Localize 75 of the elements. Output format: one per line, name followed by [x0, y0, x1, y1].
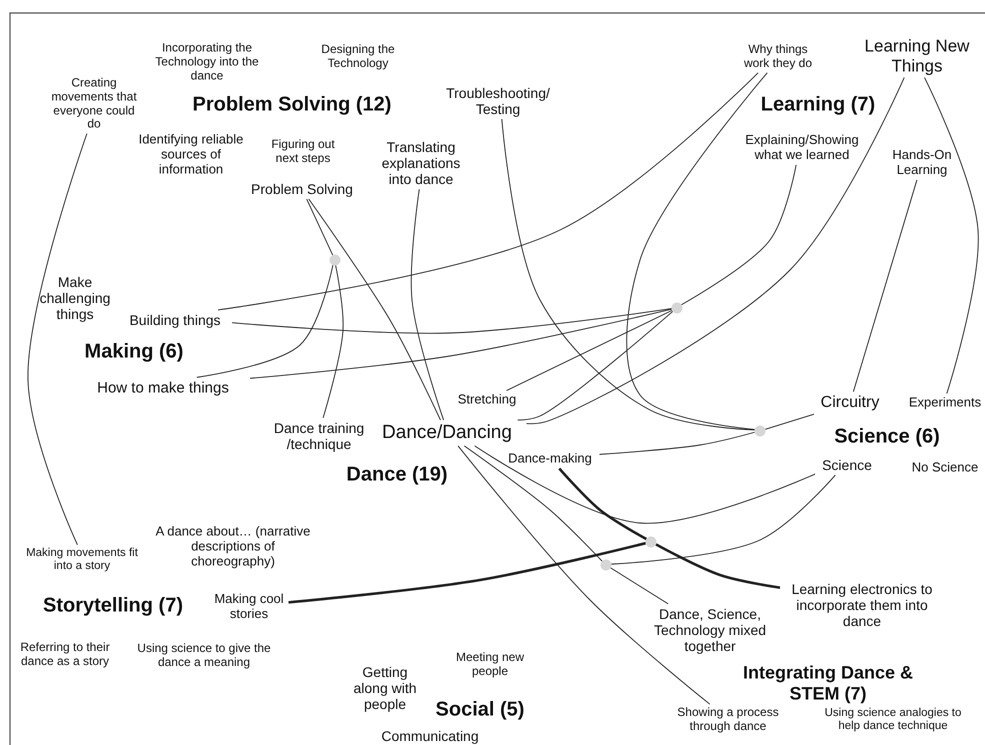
concept-text: Building things	[120, 312, 230, 328]
junction-dot	[754, 426, 766, 436]
concept-text: Identifying reliable sources of information	[138, 132, 244, 178]
junction-dot	[646, 536, 656, 548]
category-heading: Social (5)	[434, 698, 526, 722]
connector-line	[464, 445, 603, 562]
connector-line	[610, 474, 836, 565]
concept-text: Communicating	[380, 728, 480, 744]
connector-line	[322, 265, 344, 418]
connector-line	[599, 432, 756, 455]
connector-line	[506, 310, 672, 391]
connector-line	[626, 72, 768, 430]
connector-line	[308, 198, 441, 421]
concept-text: Circuitry	[810, 394, 890, 412]
concept-text: Experiments	[908, 396, 982, 410]
concept-text: Explaining/Showing what we learned	[732, 133, 872, 163]
category-heading: Learning (7)	[760, 94, 876, 116]
category-heading: Dance (19)	[345, 464, 449, 486]
concept-text: Making movements fit into a story	[22, 546, 142, 574]
concept-text: Using science analogies to help dance technique	[824, 706, 962, 734]
concept-text: Dance, Science, Technology mixed together	[652, 606, 768, 654]
connector-line	[218, 72, 759, 310]
connector-line	[517, 310, 674, 421]
connector-line	[232, 308, 672, 334]
concept-text: Creating movements that everyone could do	[46, 76, 142, 132]
concept-text: Learning New Things	[852, 36, 982, 76]
connector-line	[306, 198, 334, 256]
concept-text: Incorporating the Technology into the dance	[154, 41, 260, 83]
concept-text: Why things work they do	[736, 43, 820, 71]
concept-text: A dance about… (narrative descriptions of choreography)	[154, 524, 312, 570]
connector-line	[610, 567, 669, 604]
connector-line	[250, 308, 672, 379]
connector-line	[924, 77, 979, 394]
concept-text: Designing the Technology	[320, 43, 396, 71]
concept-text: Learning electronics to incorporate them into dance	[782, 580, 942, 630]
concept-text: How to make things	[78, 379, 248, 397]
concept-text: Using science to give the dance a meaning	[136, 642, 272, 670]
connector-line	[655, 543, 780, 589]
concept-text: Make challenging things	[38, 274, 112, 322]
connector-line	[28, 133, 88, 546]
concept-text: Science	[817, 456, 877, 474]
connector-line	[681, 164, 797, 306]
junction-dot	[600, 560, 612, 570]
concept-text: Troubleshooting/ Testing	[438, 84, 558, 118]
concept-text: Hands-On Learning	[884, 148, 960, 178]
connector-line	[852, 180, 918, 392]
concept-text: No Science	[910, 460, 980, 476]
junction-dot	[330, 254, 340, 266]
category-heading: Making (6)	[84, 340, 184, 364]
concept-text: Making cool stories	[212, 592, 286, 622]
connector-line	[764, 414, 814, 430]
connector-line	[410, 188, 444, 421]
connector-line	[558, 468, 647, 540]
concept-text: Dance training /technique	[266, 420, 372, 452]
connector-line	[526, 77, 905, 424]
connector-line	[474, 445, 816, 524]
junction-dot	[672, 302, 682, 314]
category-heading: Integrating Dance & STEM (7)	[742, 662, 914, 704]
connector-line	[501, 118, 756, 430]
category-heading: Storytelling (7)	[42, 594, 184, 618]
category-heading: Problem Solving (12)	[192, 94, 392, 116]
concept-text: Problem Solving	[237, 180, 367, 198]
concept-text: Getting along with people	[352, 664, 418, 712]
concept-text: Figuring out next steps	[270, 138, 336, 166]
category-heading: Science (6)	[833, 426, 941, 448]
concept-text: Referring to their dance as a story	[19, 641, 111, 669]
connector-line	[196, 264, 334, 378]
connector-line	[458, 445, 710, 705]
concept-text: Showing a process through dance	[668, 706, 788, 734]
concept-text: Stretching	[453, 392, 521, 408]
concept-text: Meeting new people	[454, 651, 526, 679]
concept-text: Translating explanations into dance	[371, 138, 471, 188]
concept-text: Dance/Dancing	[370, 422, 524, 444]
concept-text: Dance-making	[502, 452, 598, 466]
connector-line	[288, 542, 646, 604]
